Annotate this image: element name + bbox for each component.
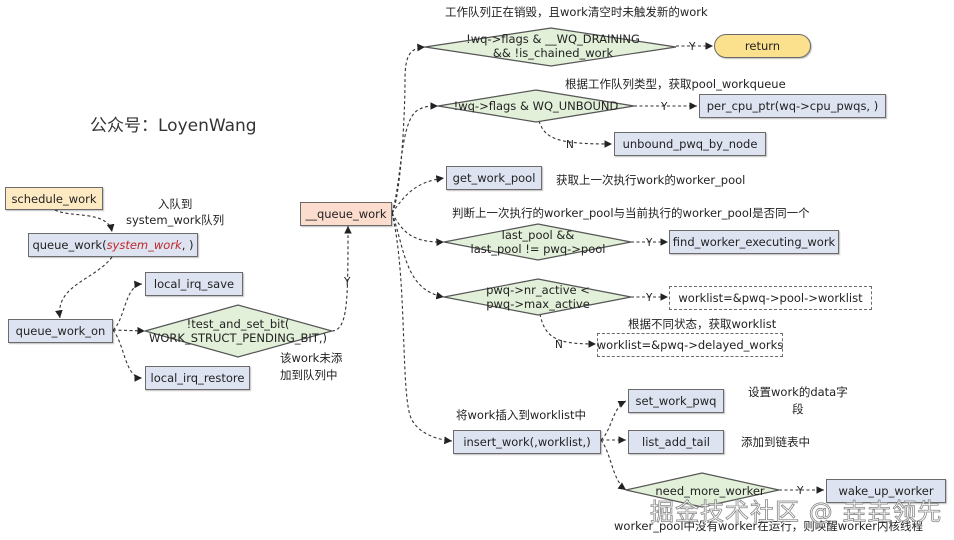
edge-label-unbound-yes: Y xyxy=(660,101,668,113)
note-wake: worker_pool中没有worker在运行，则唤醒worker内核线程 xyxy=(614,519,923,533)
test-and-set-bit-line1: !test_and_set_bit( xyxy=(186,317,290,331)
decision-need-more-worker xyxy=(625,472,780,508)
draining-line1: !wq->flags & __WQ_DRAINING xyxy=(466,32,640,46)
note-enqueue: 入队到 system_work队列 xyxy=(126,196,224,228)
note-set-data: 设置work的data字 段 xyxy=(748,384,848,418)
decision-test-and-set-bit xyxy=(142,304,335,358)
note-insert: 将work插入到worklist中 xyxy=(456,408,587,422)
edge-test-bit-to-core xyxy=(331,225,352,332)
draining-label: !wq->flags & __WQ_DRAINING && !is_chaine… xyxy=(466,32,640,60)
note-not-added: 该work未添 加到队列中 xyxy=(280,350,342,384)
node-local-irq-restore[interactable]: local_irq_restore xyxy=(145,366,250,390)
edge-nr-active-to-delayed xyxy=(539,313,597,348)
note-set-data-line2: 段 xyxy=(792,402,804,416)
note-worklist-state: 根据不同状态，获取worklist xyxy=(628,317,777,331)
edge-label-unbound-no: N xyxy=(566,139,574,151)
edge-queue-work-to-on xyxy=(55,256,113,319)
node-queue-work-core[interactable]: __queue_work xyxy=(300,202,392,226)
edge-label-test-bit-yes: Y xyxy=(343,276,351,288)
note-not-added-line2: 加到队列中 xyxy=(280,368,338,382)
test-and-set-bit-label: !test_and_set_bit( WORK_STRUCT_PENDING_B… xyxy=(149,317,327,345)
edge-core-to-draining xyxy=(391,43,426,214)
decision-wq-draining xyxy=(424,27,677,67)
edge-label-nr-active-yes: Y xyxy=(645,292,653,304)
note-same-pool: 判断上一次执行的worker_pool与当前执行的worker_pool是否同一… xyxy=(452,206,810,220)
note-set-data-line1: 设置work的data字 xyxy=(748,385,848,399)
node-worklist-pool[interactable]: worklist=&pwq->pool->worklist xyxy=(669,286,872,310)
queue-work-prefix: queue_work( xyxy=(32,238,107,252)
node-get-work-pool[interactable]: get_work_pool xyxy=(446,166,542,190)
last-pool-line1: last_pool && xyxy=(501,228,575,242)
node-insert-work[interactable]: insert_work(,worklist,) xyxy=(453,430,601,454)
edge-core-to-last-pool xyxy=(391,212,445,247)
nr-active-line2: pwq->max_active xyxy=(486,297,590,311)
edge-on-to-irq-restore xyxy=(112,329,143,382)
note-add-list: 添加到链表中 xyxy=(741,435,810,449)
queue-work-suffix: , ) xyxy=(181,238,194,252)
watermark: 掘金技术社区 @ 垚垚领先 xyxy=(650,498,943,527)
note-not-added-line1: 该work未添 xyxy=(280,351,343,365)
nr-active-label: pwq->nr_active < pwq->max_active xyxy=(486,283,590,311)
edge-insert-to-set-pwq xyxy=(600,400,627,441)
nr-active-line1: pwq->nr_active < xyxy=(486,283,590,297)
edge-label-last-pool-yes: Y xyxy=(645,237,653,249)
node-wake-up-worker[interactable]: wake_up_worker xyxy=(826,479,946,503)
edge-core-to-unbound xyxy=(391,102,439,214)
edge-on-to-irq-save xyxy=(112,280,143,331)
note-get-pool: 获取上一次执行work的worker_pool xyxy=(556,173,746,187)
decision-wq-unbound xyxy=(437,89,635,123)
edge-insert-to-need-more xyxy=(600,439,627,491)
node-queue-work[interactable]: queue_work(system_work, ) xyxy=(28,233,198,257)
unbound-label: !wq->flags & WQ_UNBOUND xyxy=(453,99,619,113)
node-list-add-tail[interactable]: list_add_tail xyxy=(628,430,724,454)
node-local-irq-save[interactable]: local_irq_save xyxy=(145,272,243,296)
edge-schedule-to-queue-work xyxy=(54,209,115,233)
node-find-worker-executing-work[interactable]: find_worker_executing_work xyxy=(669,230,839,254)
edge-core-to-nr-active xyxy=(391,212,445,300)
note-enqueue-line1: 入队到 xyxy=(157,197,193,211)
node-per-cpu-ptr[interactable]: per_cpu_ptr(wq->cpu_pwqs, ) xyxy=(699,94,886,118)
edge-on-to-test-bit xyxy=(112,326,146,335)
need-more-worker-label: need_more_worker xyxy=(655,484,765,498)
note-draining: 工作队列正在销毁，且work清空时未触发新的work xyxy=(445,5,708,19)
last-pool-line2: last_pool != pwq->pool xyxy=(470,242,606,256)
node-worklist-delayed[interactable]: worklist=&pwq->delayed_works xyxy=(597,333,783,357)
note-pwq-type: 根据工作队列类型，获取pool_workqueue xyxy=(565,77,786,91)
node-unbound-pwq-by-node[interactable]: unbound_pwq_by_node xyxy=(614,132,766,156)
node-schedule-work[interactable]: schedule_work xyxy=(5,187,103,210)
node-queue-work-on[interactable]: queue_work_on xyxy=(8,319,113,343)
queue-work-arg: system_work xyxy=(106,238,182,252)
draining-line2: && !is_chained_work xyxy=(492,46,614,60)
node-return[interactable]: return xyxy=(714,34,811,58)
test-and-set-bit-line2: WORK_STRUCT_PENDING_BIT,) xyxy=(148,331,328,345)
decision-nr-active xyxy=(443,278,632,316)
decision-last-pool xyxy=(443,223,632,261)
edge-label-draining-yes: Y xyxy=(688,41,696,53)
edge-label-need-more-yes: Y xyxy=(796,485,804,497)
edge-core-to-insert xyxy=(391,212,453,445)
edge-unbound-to-node xyxy=(538,120,613,148)
edge-label-nr-active-no: N xyxy=(555,339,563,351)
brand-label: 公众号：LoyenWang xyxy=(90,116,257,136)
note-enqueue-line2: system_work队列 xyxy=(126,213,225,227)
last-pool-label: last_pool && last_pool != pwq->pool xyxy=(471,228,606,256)
node-set-work-pwq[interactable]: set_work_pwq xyxy=(628,389,724,413)
edge-core-to-get-pool xyxy=(391,175,445,214)
